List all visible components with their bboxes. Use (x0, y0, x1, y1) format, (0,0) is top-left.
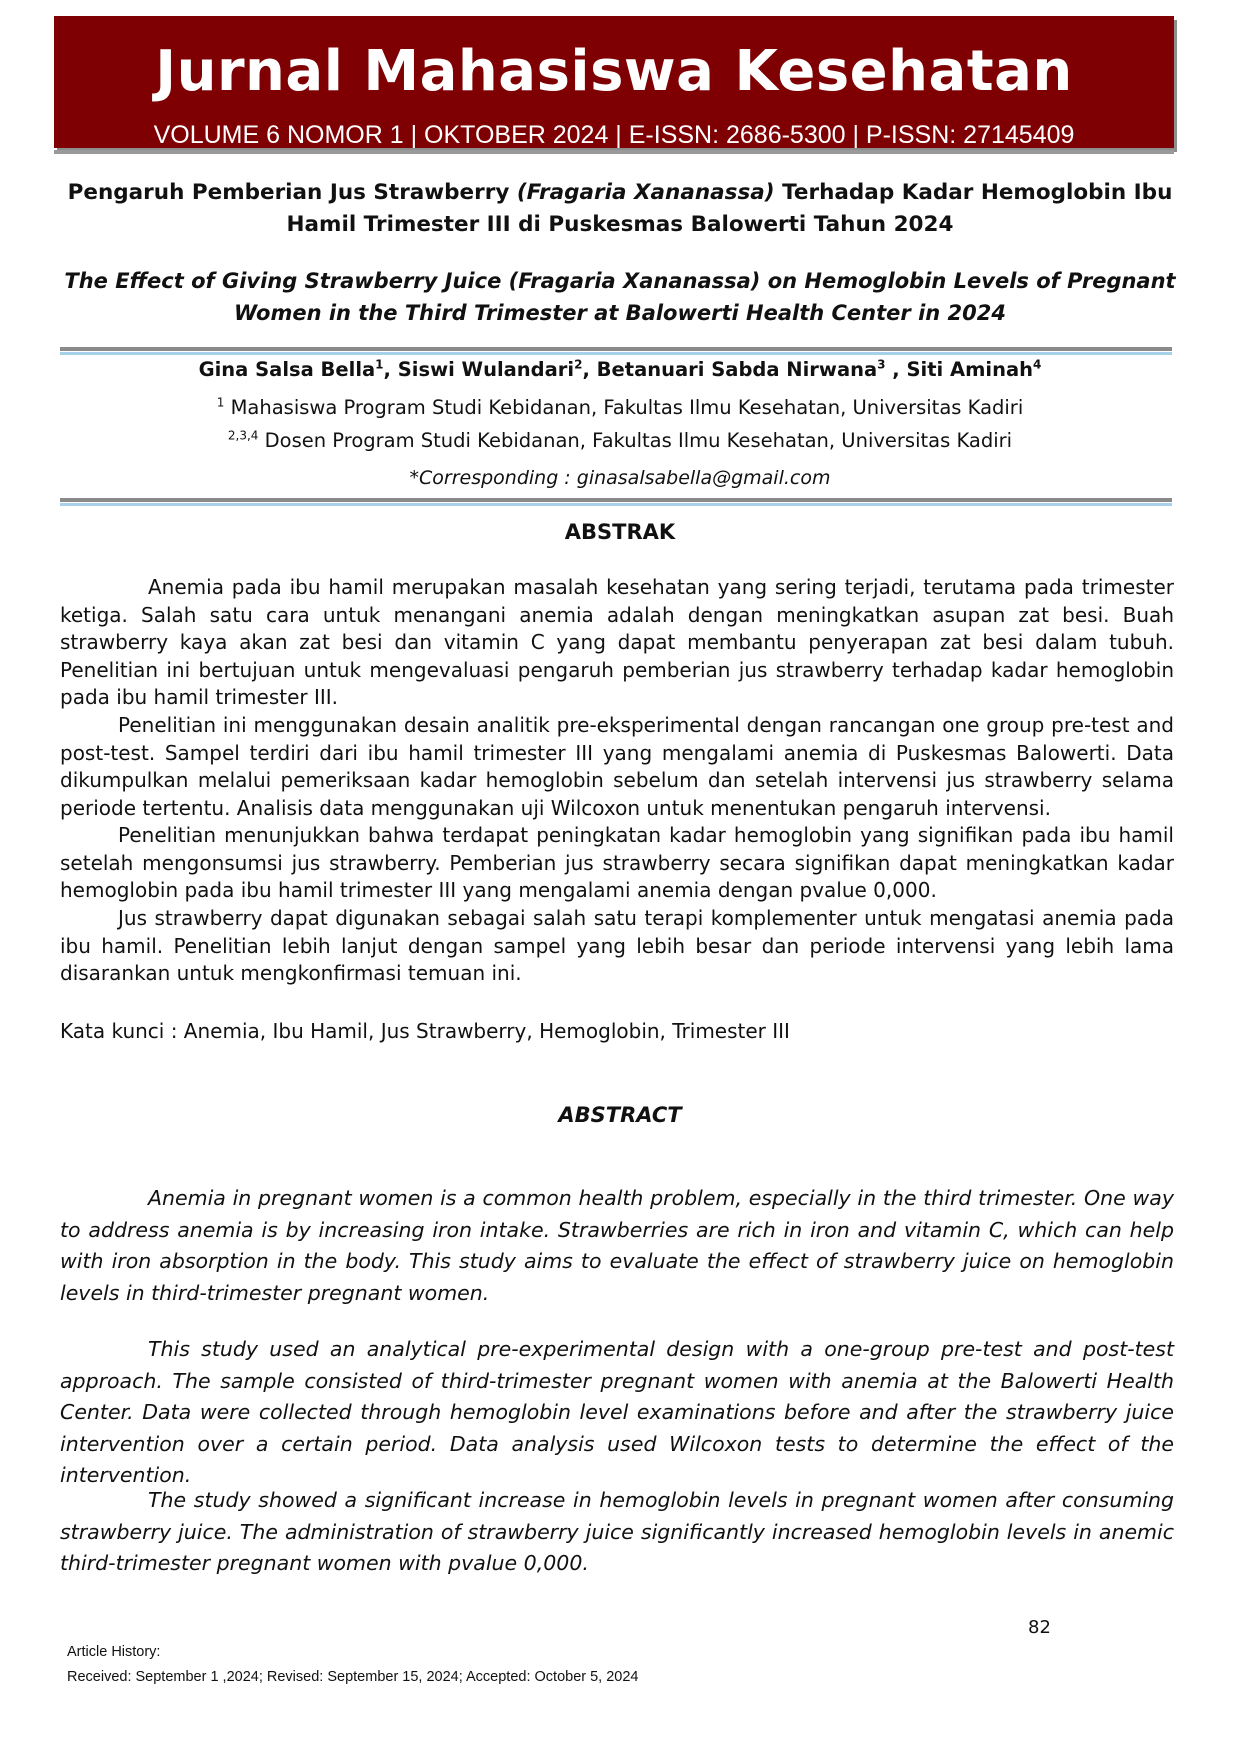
title-id-scientific-name: (Fragaria Xananassa) (516, 180, 775, 205)
author-list: Gina Salsa Bella1, Siswi Wulandari2, Bet… (198, 357, 1042, 381)
author-name: Gina Salsa Bella (198, 358, 376, 381)
title-id-start: Pengaruh Pemberian Jus Strawberry (67, 180, 517, 205)
abstrak-paragraph: Penelitian ini menggunakan desain analit… (60, 713, 1174, 820)
article-title-en: The Effect of Giving Strawberry Juice (F… (64, 269, 1176, 293)
article-title-id: Pengaruh Pemberian Jus Strawberry (Fraga… (60, 177, 1180, 209)
author-name: Betanuari Sabda Nirwana (596, 358, 878, 381)
article-history-dates: Received: September 1 ,2024; Revised: Se… (67, 1669, 639, 1685)
affiliation-1: 1 Mahasiswa Program Studi Kebidanan, Fak… (216, 395, 1024, 419)
abstrak-paragraph: Penelitian menunjukkan bahwa terdapat pe… (60, 823, 1174, 902)
corresponding-email: *Corresponding : ginasalsabella@gmail.co… (409, 467, 831, 489)
author-sup: 4 (1033, 357, 1042, 372)
abstract-paragraph: This study used an analytical pre-experi… (60, 1337, 1174, 1487)
journal-banner: Jurnal Mahasiswa Kesehatan VOLUME 6 NOMO… (54, 16, 1174, 149)
author-sup: 2 (574, 357, 583, 372)
abstract-paragraph: Anemia in pregnant women is a common hea… (60, 1186, 1174, 1305)
author-sup: 3 (877, 357, 886, 372)
section-rule (60, 347, 1172, 355)
article-history-label: Article History: (67, 1644, 161, 1660)
keywords: Kata kunci : Anemia, Ibu Hamil, Jus Stra… (60, 1019, 790, 1043)
author-sup: 1 (375, 357, 384, 372)
article-title-en-line2: Women in the Third Trimester at Balowert… (234, 301, 1006, 325)
abstract-paragraph: The study showed a significant increase … (60, 1488, 1174, 1575)
abstract-heading: ABSTRACT (558, 1103, 682, 1127)
journal-issue-info: VOLUME 6 NOMOR 1 | OKTOBER 2024 | E-ISSN… (153, 121, 1075, 149)
page-number: 82 (1028, 1617, 1051, 1638)
title-id-end: Terhadap Kadar Hemoglobin Ibu (774, 180, 1173, 205)
article-title-id-line2: Hamil Trimester III di Puskesmas Balower… (286, 212, 954, 237)
journal-title: Jurnal Mahasiswa Kesehatan (155, 39, 1073, 104)
banner-rule (54, 150, 1174, 154)
section-rule (60, 498, 1172, 506)
author-name: Siti Aminah (906, 358, 1034, 381)
abstrak-heading: ABSTRAK (564, 520, 676, 544)
author-name: Siswi Wulandari (397, 358, 575, 381)
affiliation-2: 2,3,4 Dosen Program Studi Kebidanan, Fak… (227, 428, 1013, 452)
abstrak-paragraph: Anemia pada ibu hamil merupakan masalah … (60, 575, 1174, 709)
abstrak-paragraph: Jus strawberry dapat digunakan sebagai s… (60, 906, 1174, 985)
